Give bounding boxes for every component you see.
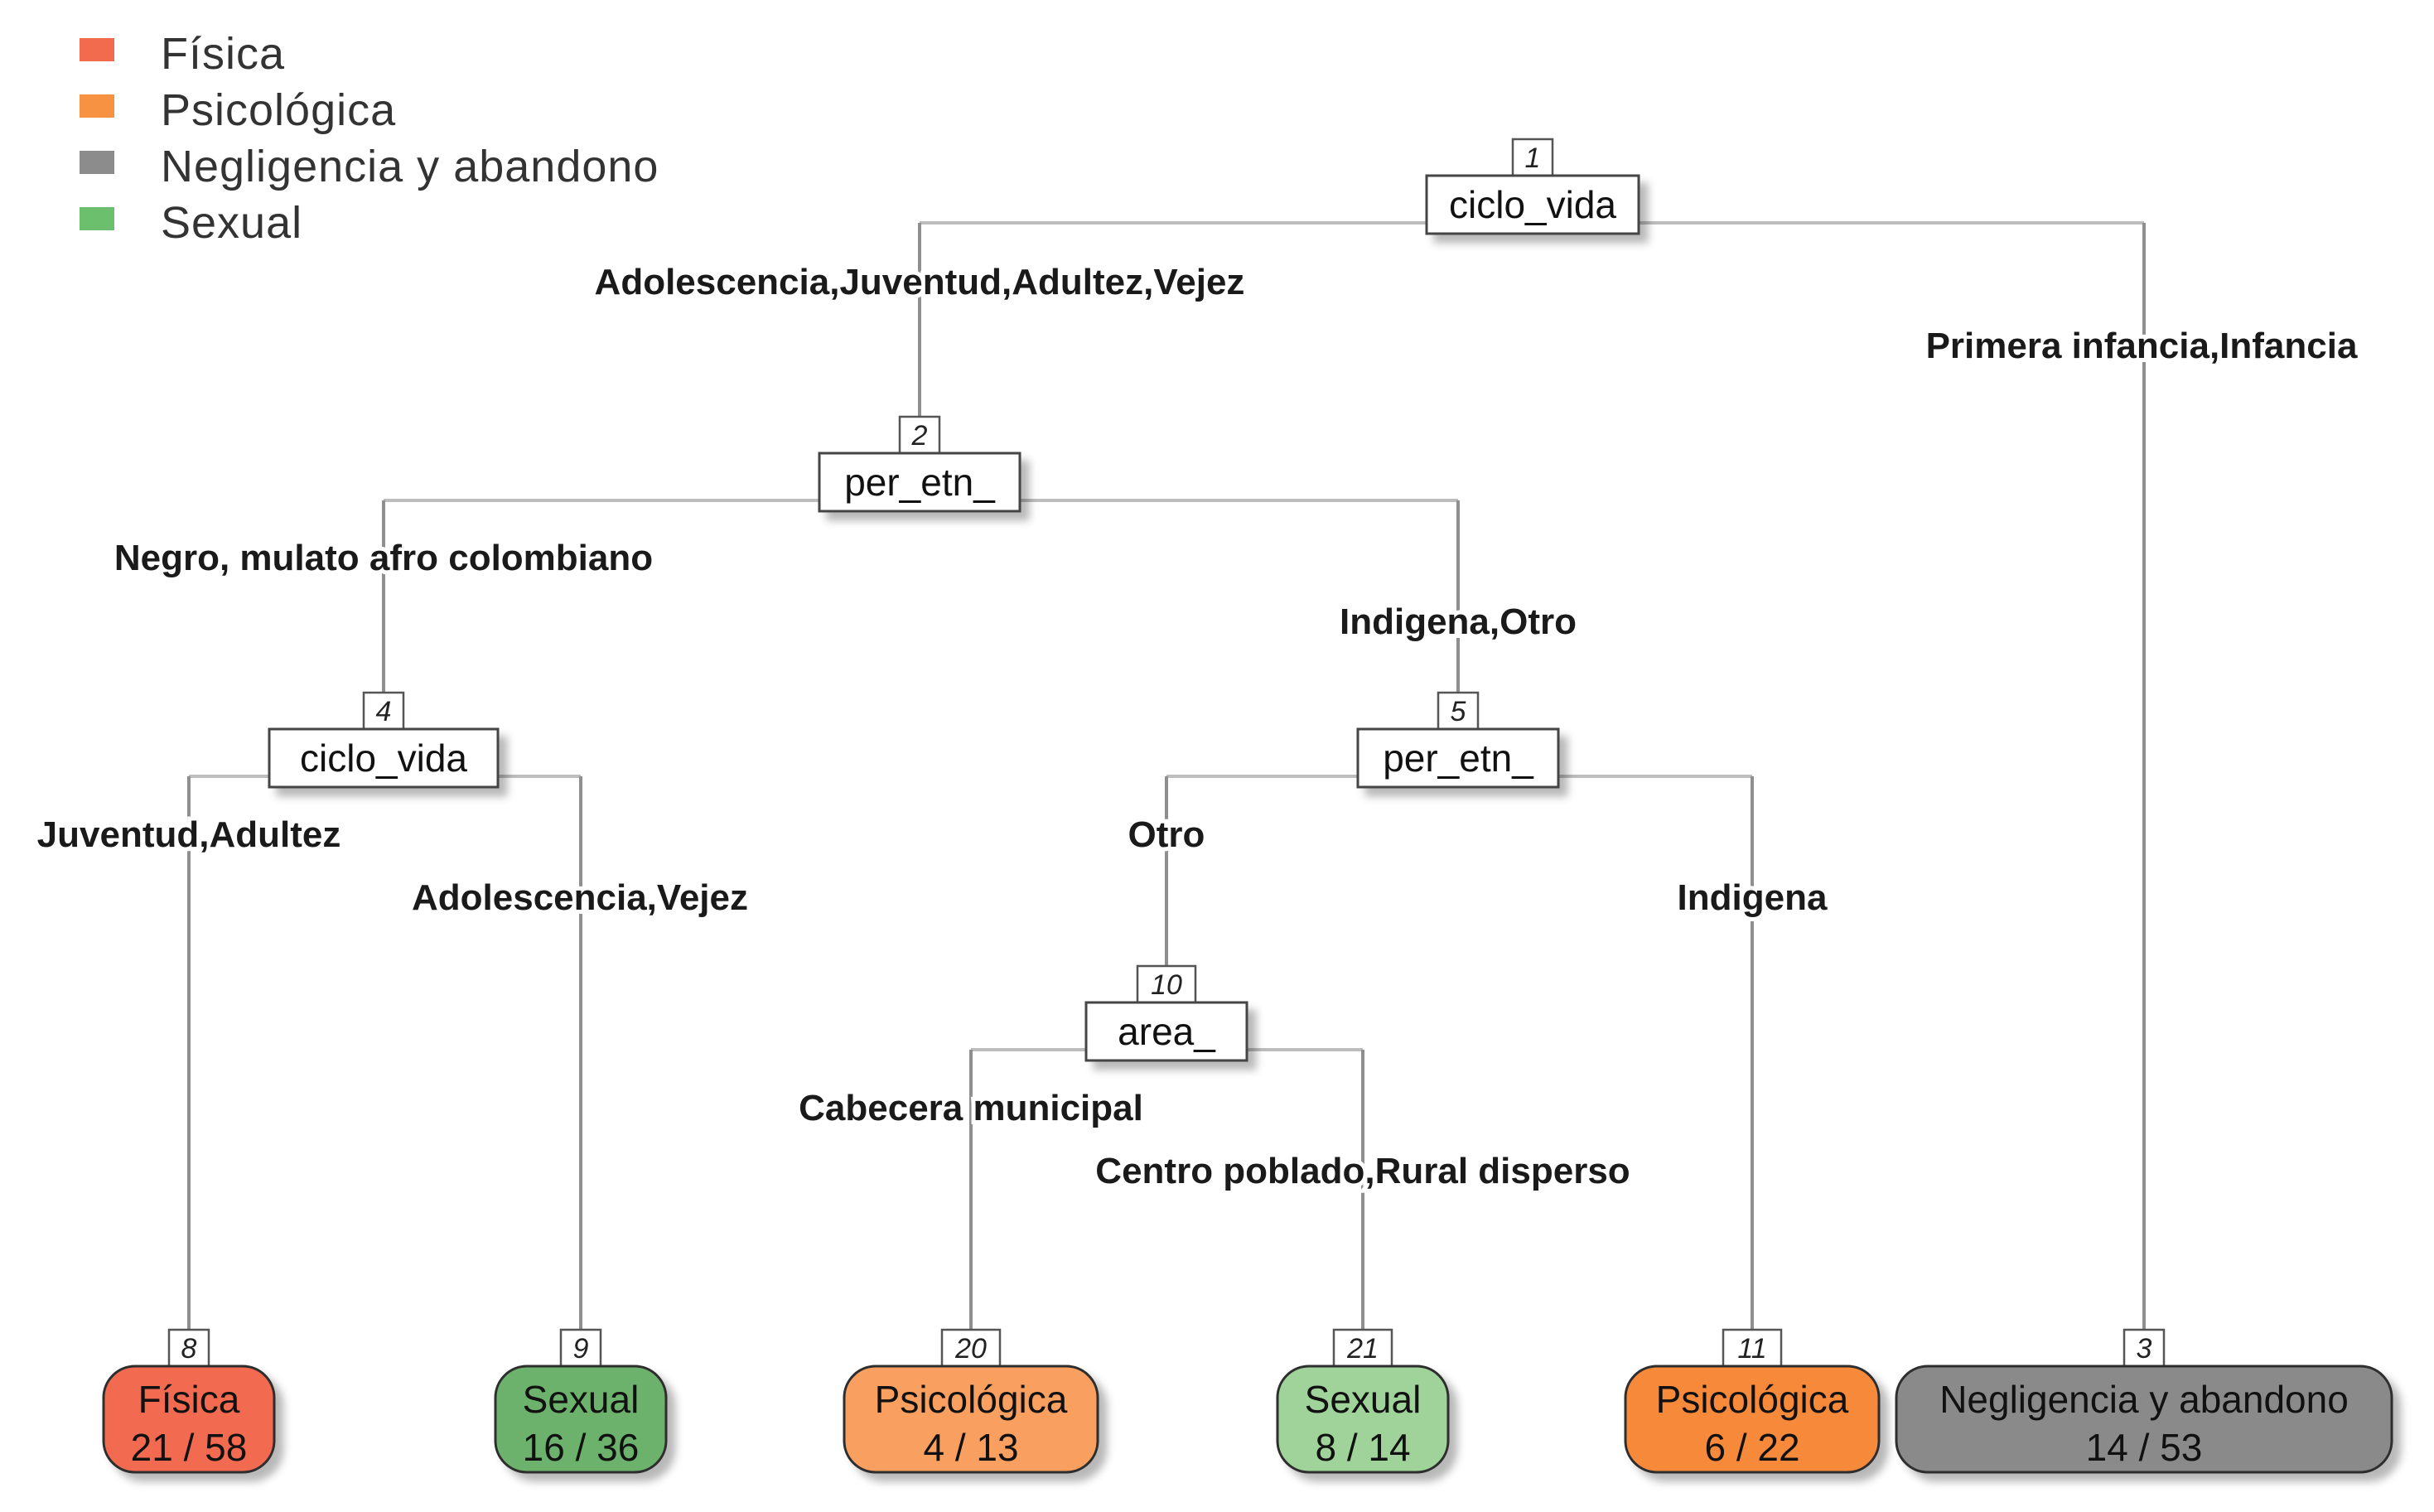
legend-label: Física — [161, 29, 286, 79]
node-id-box — [1332, 1328, 1393, 1368]
branch-labels: Adolescencia,Juventud,Adultez,VejezPrime… — [33, 258, 2362, 1196]
node-id-box — [940, 1328, 1002, 1368]
node-id: 20 — [954, 1333, 987, 1365]
node-id: 4 — [376, 696, 392, 727]
leaf-class: Psicológica — [875, 1378, 1068, 1421]
split-variable: ciclo_vida — [1449, 183, 1616, 226]
split-variable: ciclo_vida — [300, 737, 467, 780]
leaf-count: 16 / 36 — [523, 1426, 640, 1469]
branch-label: Otro — [1128, 814, 1205, 855]
leaf-node — [1624, 1365, 1881, 1474]
branch-label: Indigena — [1678, 877, 1828, 918]
branch-label: Cabecera municipal — [799, 1088, 1143, 1128]
leaf-class: Psicológica — [1656, 1378, 1849, 1421]
branch-label: Negro, mulato afro colombiano — [114, 538, 653, 578]
leaf-class: Negligencia y abandono — [1939, 1378, 2349, 1421]
node-id-box — [362, 691, 405, 731]
legend-swatch-fisica — [80, 38, 114, 61]
node-id: 3 — [2137, 1333, 2152, 1365]
legend-swatch-psicologica — [80, 94, 114, 118]
node-id: 2 — [911, 420, 928, 452]
node-id-box — [559, 1328, 602, 1368]
leaf-node — [102, 1365, 276, 1474]
node-id: 8 — [181, 1333, 197, 1365]
legend-label: Psicológica — [161, 85, 397, 135]
tree-nodes: 1 ciclo_vida 2 per_etn_ 4 ciclo_vida 5 per_etn_… — [102, 138, 2393, 1474]
split-variable: per_etn_ — [844, 461, 996, 504]
node-id-box — [1722, 1328, 1783, 1368]
leaf-class: Sexual — [1305, 1378, 1422, 1421]
node-id: 9 — [573, 1333, 589, 1365]
leaf-count: 21 / 58 — [131, 1426, 248, 1469]
node-id: 5 — [1451, 696, 1466, 727]
node-id: 10 — [1151, 969, 1182, 1001]
legend-swatch-sexual — [80, 207, 114, 230]
leaf-count: 14 / 53 — [2086, 1426, 2203, 1469]
branch-label: Centro poblado,Rural disperso — [1095, 1151, 1630, 1191]
legend-swatch-negligencia — [80, 151, 114, 174]
branch-label: Adolescencia,Juventud,Adultez,Vejez — [595, 262, 1245, 302]
split-node — [818, 452, 1021, 513]
split-variable: area_ — [1118, 1010, 1216, 1053]
node-id: 11 — [1737, 1333, 1766, 1365]
split-node — [1356, 727, 1560, 789]
leaf-node — [1895, 1365, 2393, 1474]
leaf-count: 6 / 22 — [1704, 1426, 1799, 1469]
split-node — [1425, 174, 1640, 235]
leaf-class: Física — [138, 1378, 240, 1421]
leaf-node — [1276, 1365, 1450, 1474]
branch-label: Indigena,Otro — [1340, 601, 1577, 642]
leaf-node — [494, 1365, 668, 1474]
node-id-box — [167, 1328, 210, 1368]
split-node — [1084, 1001, 1248, 1062]
node-id: 21 — [1346, 1333, 1379, 1365]
node-id-box — [2123, 1328, 2166, 1368]
node-id-box — [898, 415, 941, 455]
branch-label: Adolescencia,Vejez — [412, 877, 748, 918]
split-node — [268, 727, 500, 789]
legend-label: Sexual — [161, 198, 303, 248]
leaf-count: 4 / 13 — [923, 1426, 1018, 1469]
branch-label: Primera infancia,Infancia — [1926, 326, 2358, 366]
leaf-count: 8 / 14 — [1315, 1426, 1410, 1469]
legend-label: Negligencia y abandono — [161, 142, 659, 191]
node-id: 1 — [1525, 143, 1541, 174]
leaf-node — [843, 1365, 1099, 1474]
branch-label: Juventud,Adultez — [37, 814, 341, 855]
leaf-class: Sexual — [523, 1378, 640, 1421]
split-variable: per_etn_ — [1383, 737, 1534, 780]
